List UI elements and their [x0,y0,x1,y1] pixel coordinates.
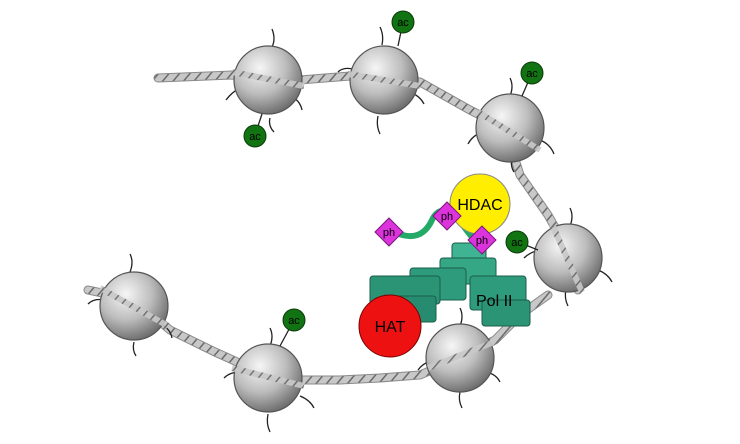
nucleosomes [99,45,603,413]
ac-label: ac [526,68,538,80]
ac-label: ac [249,131,261,143]
ac-mark: ac [520,61,544,85]
hat-protein: HAT [358,294,422,358]
ac-label: ac [511,237,523,249]
ac-label: ac [288,315,300,327]
nucleosome [475,93,545,163]
ph-mark: ph [374,217,404,247]
hdac-label: HDAC [457,197,502,214]
phospho-marks: ph ph ph [374,201,497,255]
ac-mark: ac [282,308,306,332]
pol2-complex: Pol II [369,242,531,327]
ph-mark: ph [467,225,497,255]
ph-label: ph [441,211,453,223]
ph-mark: ph [432,201,462,231]
histone-tails [87,26,613,433]
ac-mark: ac [243,124,267,148]
ph-label: ph [476,235,488,247]
ph-label: ph [383,227,395,239]
hat-label: HAT [375,319,406,336]
ac-mark: ac [505,230,529,254]
hdac-protein: HDAC [449,173,511,235]
dna-wrap [98,69,585,389]
ac-mark: ac [391,10,415,34]
acetyl-marks: ac ac ac ac ac [243,10,544,347]
ac-label: ac [397,17,409,29]
pol2-label: Pol II [476,293,512,310]
